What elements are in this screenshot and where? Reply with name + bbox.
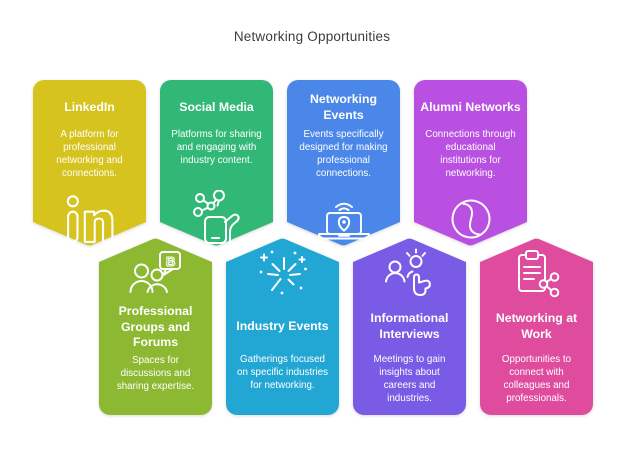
card-description: A platform for professional networking a… xyxy=(56,129,123,180)
card-title: Alumni Networks xyxy=(420,100,521,115)
card-description: Connections through educational institut… xyxy=(425,129,516,180)
group-chat-icon: B xyxy=(128,246,184,302)
card-description: Platforms for sharing and engaging with … xyxy=(171,129,262,167)
card-linkedin: LinkedIn A platform for professional net… xyxy=(33,80,146,246)
interview-hand-icon xyxy=(383,246,437,302)
card-title: LinkedIn xyxy=(64,100,115,115)
pennant-up-shape xyxy=(480,238,593,415)
card-description: Opportunities to connect with colleagues… xyxy=(501,354,572,405)
card-title: Networking at Work xyxy=(495,311,578,341)
linkedin-icon xyxy=(64,194,116,244)
pennant-up-shape xyxy=(226,238,339,415)
card-professional-groups: B Professional Groups and Forums Spaces … xyxy=(99,238,212,415)
card-networking-at-work: Networking at Work Opportunities to conn… xyxy=(480,238,593,415)
pennant-down-shape xyxy=(160,80,273,246)
pennant-down-shape xyxy=(414,80,527,246)
svg-text:B: B xyxy=(166,254,175,269)
card-title: Networking Events xyxy=(310,92,377,122)
card-alumni-networks: Alumni Networks Connections through educ… xyxy=(414,80,527,246)
card-informational-interviews: Informational Interviews Meetings to gai… xyxy=(353,238,466,415)
card-description: Meetings to gain insights about careers … xyxy=(373,354,446,405)
card-description: Spaces for discussions and sharing exper… xyxy=(116,355,195,393)
laptop-location-icon xyxy=(316,198,372,244)
pennant-down-shape xyxy=(33,80,146,246)
pennant-down-shape xyxy=(287,80,400,246)
pennant-up-shape xyxy=(353,238,466,415)
fireworks-icon xyxy=(257,246,309,302)
card-title: Professional Groups and Forums xyxy=(118,304,193,350)
card-title: Industry Events xyxy=(236,319,329,334)
card-title: Informational Interviews xyxy=(370,311,449,341)
pennant-up-shape xyxy=(99,238,212,415)
page-title: Networking Opportunities xyxy=(233,29,391,44)
card-title: Social Media xyxy=(179,100,254,115)
interlocked-circle-icon xyxy=(446,194,496,244)
card-networking-events: Networking Events Events specifically de… xyxy=(287,80,400,246)
card-social-media: Social Media Platforms for sharing and e… xyxy=(160,80,273,246)
card-description: Gatherings focused on specific industrie… xyxy=(237,354,328,392)
clipboard-share-icon xyxy=(512,246,562,302)
phone-network-icon xyxy=(192,190,242,244)
card-description: Events specifically designed for making … xyxy=(299,129,388,180)
card-industry-events: Industry Events Gatherings focused on sp… xyxy=(226,238,339,415)
